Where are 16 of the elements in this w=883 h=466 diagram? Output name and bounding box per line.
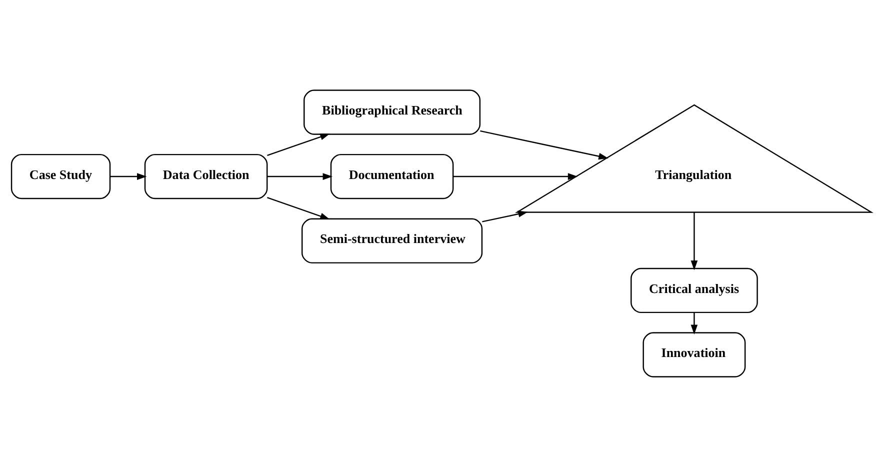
arrow — [267, 133, 330, 156]
arrow — [110, 172, 147, 180]
node-box: Case Study — [10, 153, 111, 199]
node-box: Data Collection — [144, 153, 268, 199]
node-box: Critical analysis — [630, 267, 758, 313]
arrow — [267, 172, 333, 180]
arrow — [480, 130, 608, 160]
node-box: Bibliographical Research — [304, 89, 481, 134]
arrow — [482, 210, 528, 222]
node-box: Innovatioin — [642, 332, 746, 377]
node-box: Documentation — [330, 153, 454, 199]
arrow — [453, 172, 578, 180]
arrow — [690, 212, 698, 270]
arrow — [267, 196, 330, 219]
arrow — [690, 312, 698, 334]
node-box: Semi-structured interview — [301, 218, 483, 263]
